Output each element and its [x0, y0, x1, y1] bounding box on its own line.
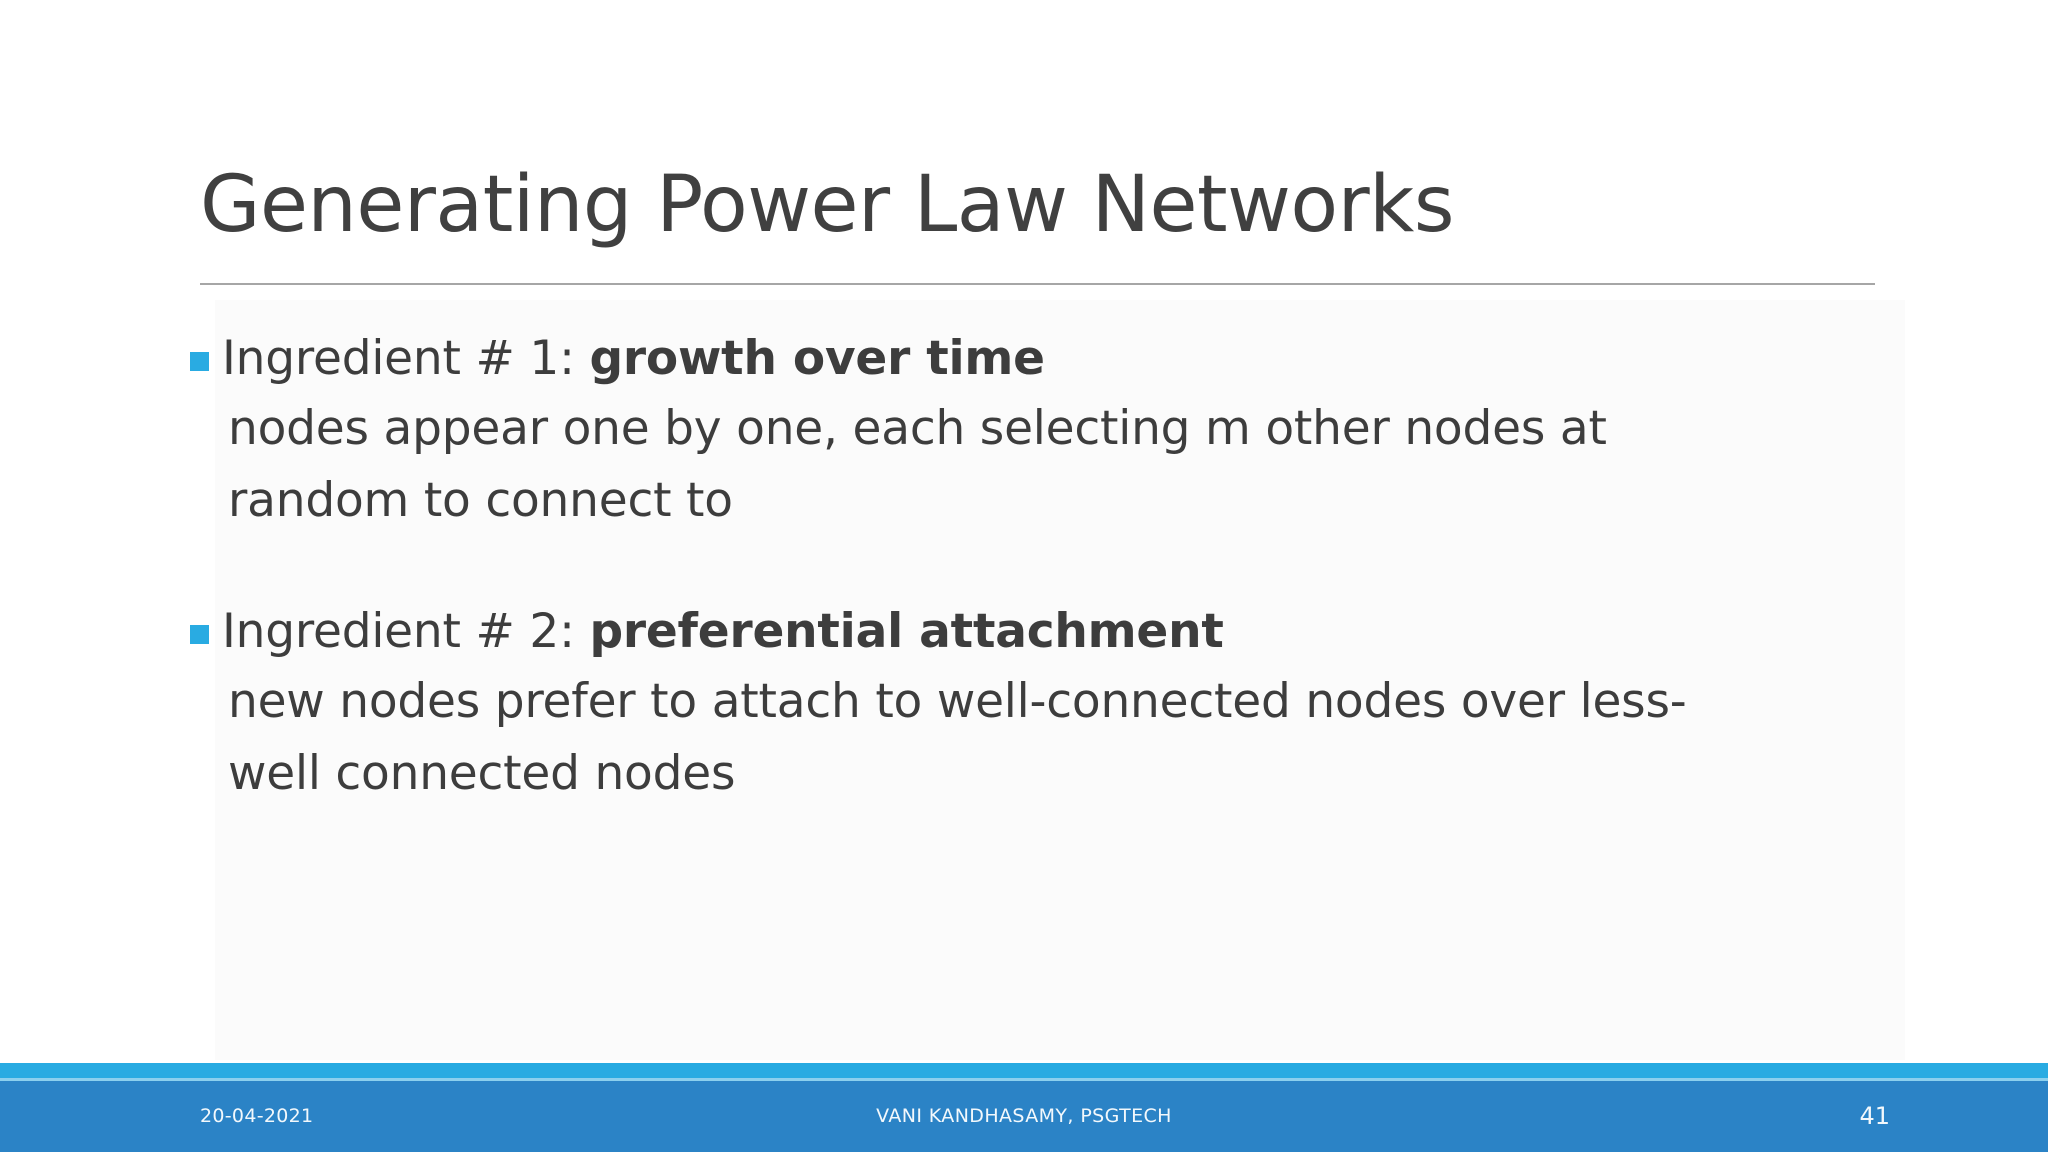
list-item-emphasis: growth over time [589, 331, 1045, 386]
list-item-body: new nodes prefer to attach to well-conne… [190, 666, 1880, 810]
list-item: Ingredient # 2: preferential attachment [190, 603, 1880, 660]
footer-accent-stripe [0, 1063, 2048, 1078]
list-item: Ingredient # 1: growth over time [190, 330, 1880, 387]
spacer [190, 537, 1880, 603]
content-panel [215, 300, 1905, 1060]
body-line: well connected nodes [228, 746, 736, 802]
square-bullet-icon [190, 625, 209, 645]
footer-stripe-divider [0, 1078, 2048, 1081]
footer-band [0, 1081, 2048, 1152]
slide-footer [0, 1063, 2048, 1152]
title-divider [200, 283, 1875, 285]
list-item-lead: Ingredient # 1: [222, 331, 590, 386]
footer-author: VANI KANDHASAMY, PSGTECH [876, 1105, 1172, 1127]
body-content: Ingredient # 1: growth over time nodes a… [190, 330, 1880, 810]
list-item-body: nodes appear one by one, each selecting … [190, 393, 1880, 537]
list-item-lead: Ingredient # 2: [222, 604, 590, 660]
square-bullet-icon [190, 352, 209, 371]
body-line: new nodes prefer to attach to well-conne… [228, 674, 1687, 730]
footer-page-number: 41 [1859, 1102, 1890, 1130]
page-title: Generating Power Law Networks [200, 160, 1455, 250]
body-line: nodes appear one by one, each selecting … [228, 401, 1607, 457]
footer-date: 20-04-2021 [200, 1105, 314, 1127]
body-line: random to connect to [228, 473, 733, 529]
list-item-emphasis: preferential attachment [589, 604, 1224, 660]
